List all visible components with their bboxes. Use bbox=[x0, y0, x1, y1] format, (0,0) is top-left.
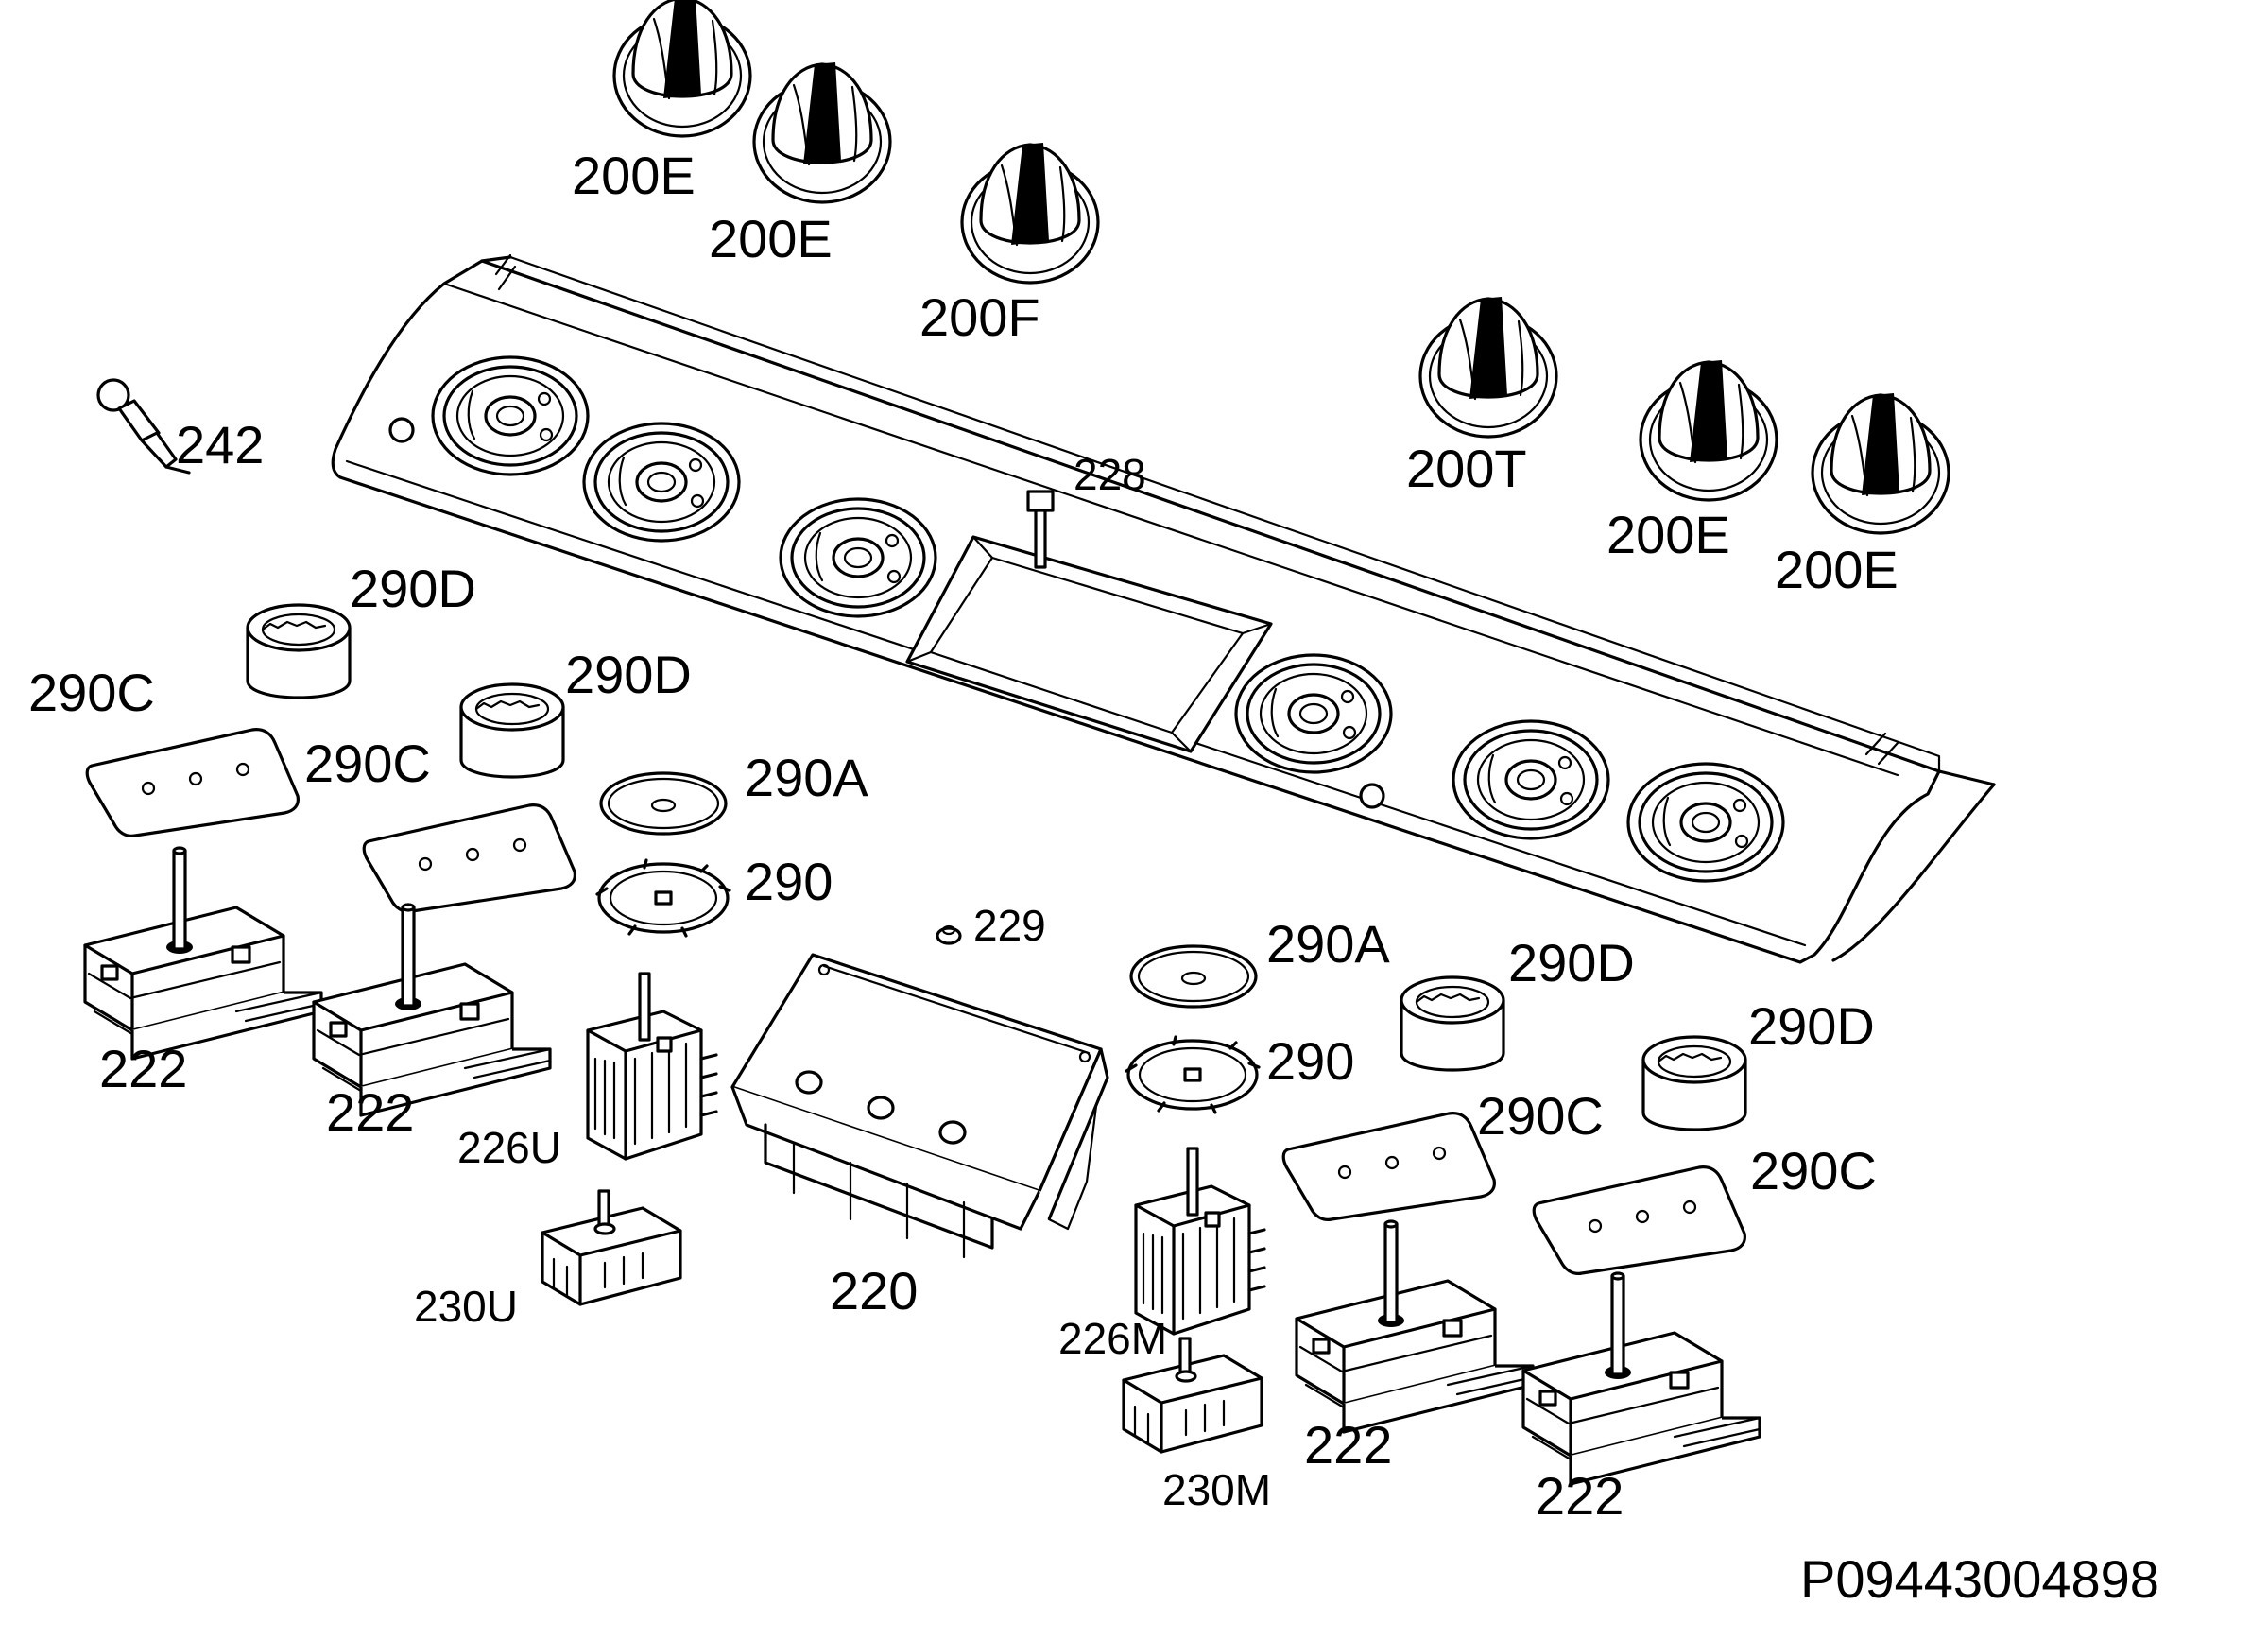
label-switch-1: 222 bbox=[99, 1039, 187, 1098]
control-knob-2 bbox=[752, 60, 892, 204]
gasket-plate-290c-3 bbox=[1281, 1112, 1496, 1221]
label-disc-2: 290A bbox=[1266, 914, 1390, 974]
label-bezel-4: 290D bbox=[1748, 996, 1875, 1056]
label-switch-4: 222 bbox=[1536, 1466, 1624, 1526]
label-knob-5: 200E bbox=[1606, 505, 1730, 564]
label-242: 242 bbox=[176, 415, 264, 475]
selector-switch-226m bbox=[1134, 1147, 1266, 1336]
disc-290a-2 bbox=[1129, 944, 1258, 1009]
control-knob-5 bbox=[1639, 358, 1778, 502]
label-thermostat-m: 230M bbox=[1162, 1465, 1271, 1514]
control-panel bbox=[331, 253, 1996, 964]
label-disc-1: 290A bbox=[745, 748, 868, 807]
bezel-290d-1 bbox=[246, 603, 352, 699]
ring-290-1 bbox=[595, 858, 731, 938]
panel-burner-ring-6 bbox=[1626, 762, 1785, 883]
bezel-290d-2 bbox=[459, 682, 565, 779]
control-knob-4 bbox=[1418, 295, 1558, 439]
panel-burner-ring-2 bbox=[582, 422, 741, 543]
label-bezel-2: 290D bbox=[565, 645, 692, 704]
gasket-plate-290c-4 bbox=[1532, 1165, 1746, 1275]
display-window bbox=[905, 535, 1273, 753]
rotary-switch-222-4 bbox=[1521, 1271, 1761, 1486]
timer-module-220 bbox=[730, 953, 1109, 1259]
label-selector-m: 226M bbox=[1058, 1314, 1167, 1363]
rotary-switch-222-3 bbox=[1295, 1219, 1535, 1434]
gasket-plate-290c-1 bbox=[85, 728, 300, 837]
label-switch-3: 222 bbox=[1304, 1415, 1392, 1475]
control-knob-1 bbox=[612, 0, 752, 138]
panel-burner-ring-4 bbox=[1234, 653, 1393, 774]
label-selector-u: 226U bbox=[457, 1123, 561, 1172]
label-knob-1: 200E bbox=[572, 146, 696, 205]
label-timer: 220 bbox=[830, 1261, 918, 1321]
panel-burner-ring-1 bbox=[431, 355, 590, 476]
bezel-290d-4 bbox=[1641, 1035, 1747, 1131]
panel-burner-ring-3 bbox=[779, 497, 937, 618]
label-knob-6: 200E bbox=[1775, 540, 1899, 599]
selector-switch-226u bbox=[586, 972, 718, 1161]
rotary-switch-222-1 bbox=[83, 846, 323, 1061]
label-knob-4: 200T bbox=[1406, 439, 1527, 498]
diagram-code: P09443004898 bbox=[1800, 1549, 2159, 1609]
screw-228 bbox=[1026, 490, 1055, 569]
label-plate-4: 290C bbox=[1750, 1141, 1877, 1200]
label-bezel-3: 290D bbox=[1508, 933, 1635, 993]
thermostat-230u bbox=[541, 1189, 682, 1306]
label-ring-1: 290 bbox=[745, 852, 833, 911]
bezel-290d-3 bbox=[1400, 975, 1505, 1072]
gasket-plate-290c-2 bbox=[362, 803, 576, 913]
label-thermostat-u: 230U bbox=[414, 1282, 518, 1331]
lamp-242 bbox=[96, 378, 191, 475]
screw-229 bbox=[936, 924, 962, 945]
control-knob-3 bbox=[960, 141, 1100, 285]
label-229: 229 bbox=[973, 901, 1046, 950]
control-knob-6 bbox=[1811, 391, 1950, 535]
disc-290a-1 bbox=[599, 771, 728, 836]
label-plate-3: 290C bbox=[1477, 1086, 1604, 1146]
label-plate-2: 290C bbox=[304, 734, 431, 793]
label-knob-3: 200F bbox=[919, 287, 1040, 347]
label-knob-2: 200E bbox=[709, 209, 833, 268]
panel-burner-ring-5 bbox=[1452, 719, 1610, 840]
label-ring-2: 290 bbox=[1266, 1031, 1354, 1091]
label-bezel-1: 290D bbox=[350, 559, 476, 618]
label-switch-2: 222 bbox=[326, 1082, 414, 1142]
label-plate-1: 290C bbox=[28, 663, 155, 722]
ring-290-2 bbox=[1125, 1035, 1261, 1114]
label-228: 228 bbox=[1074, 450, 1146, 499]
